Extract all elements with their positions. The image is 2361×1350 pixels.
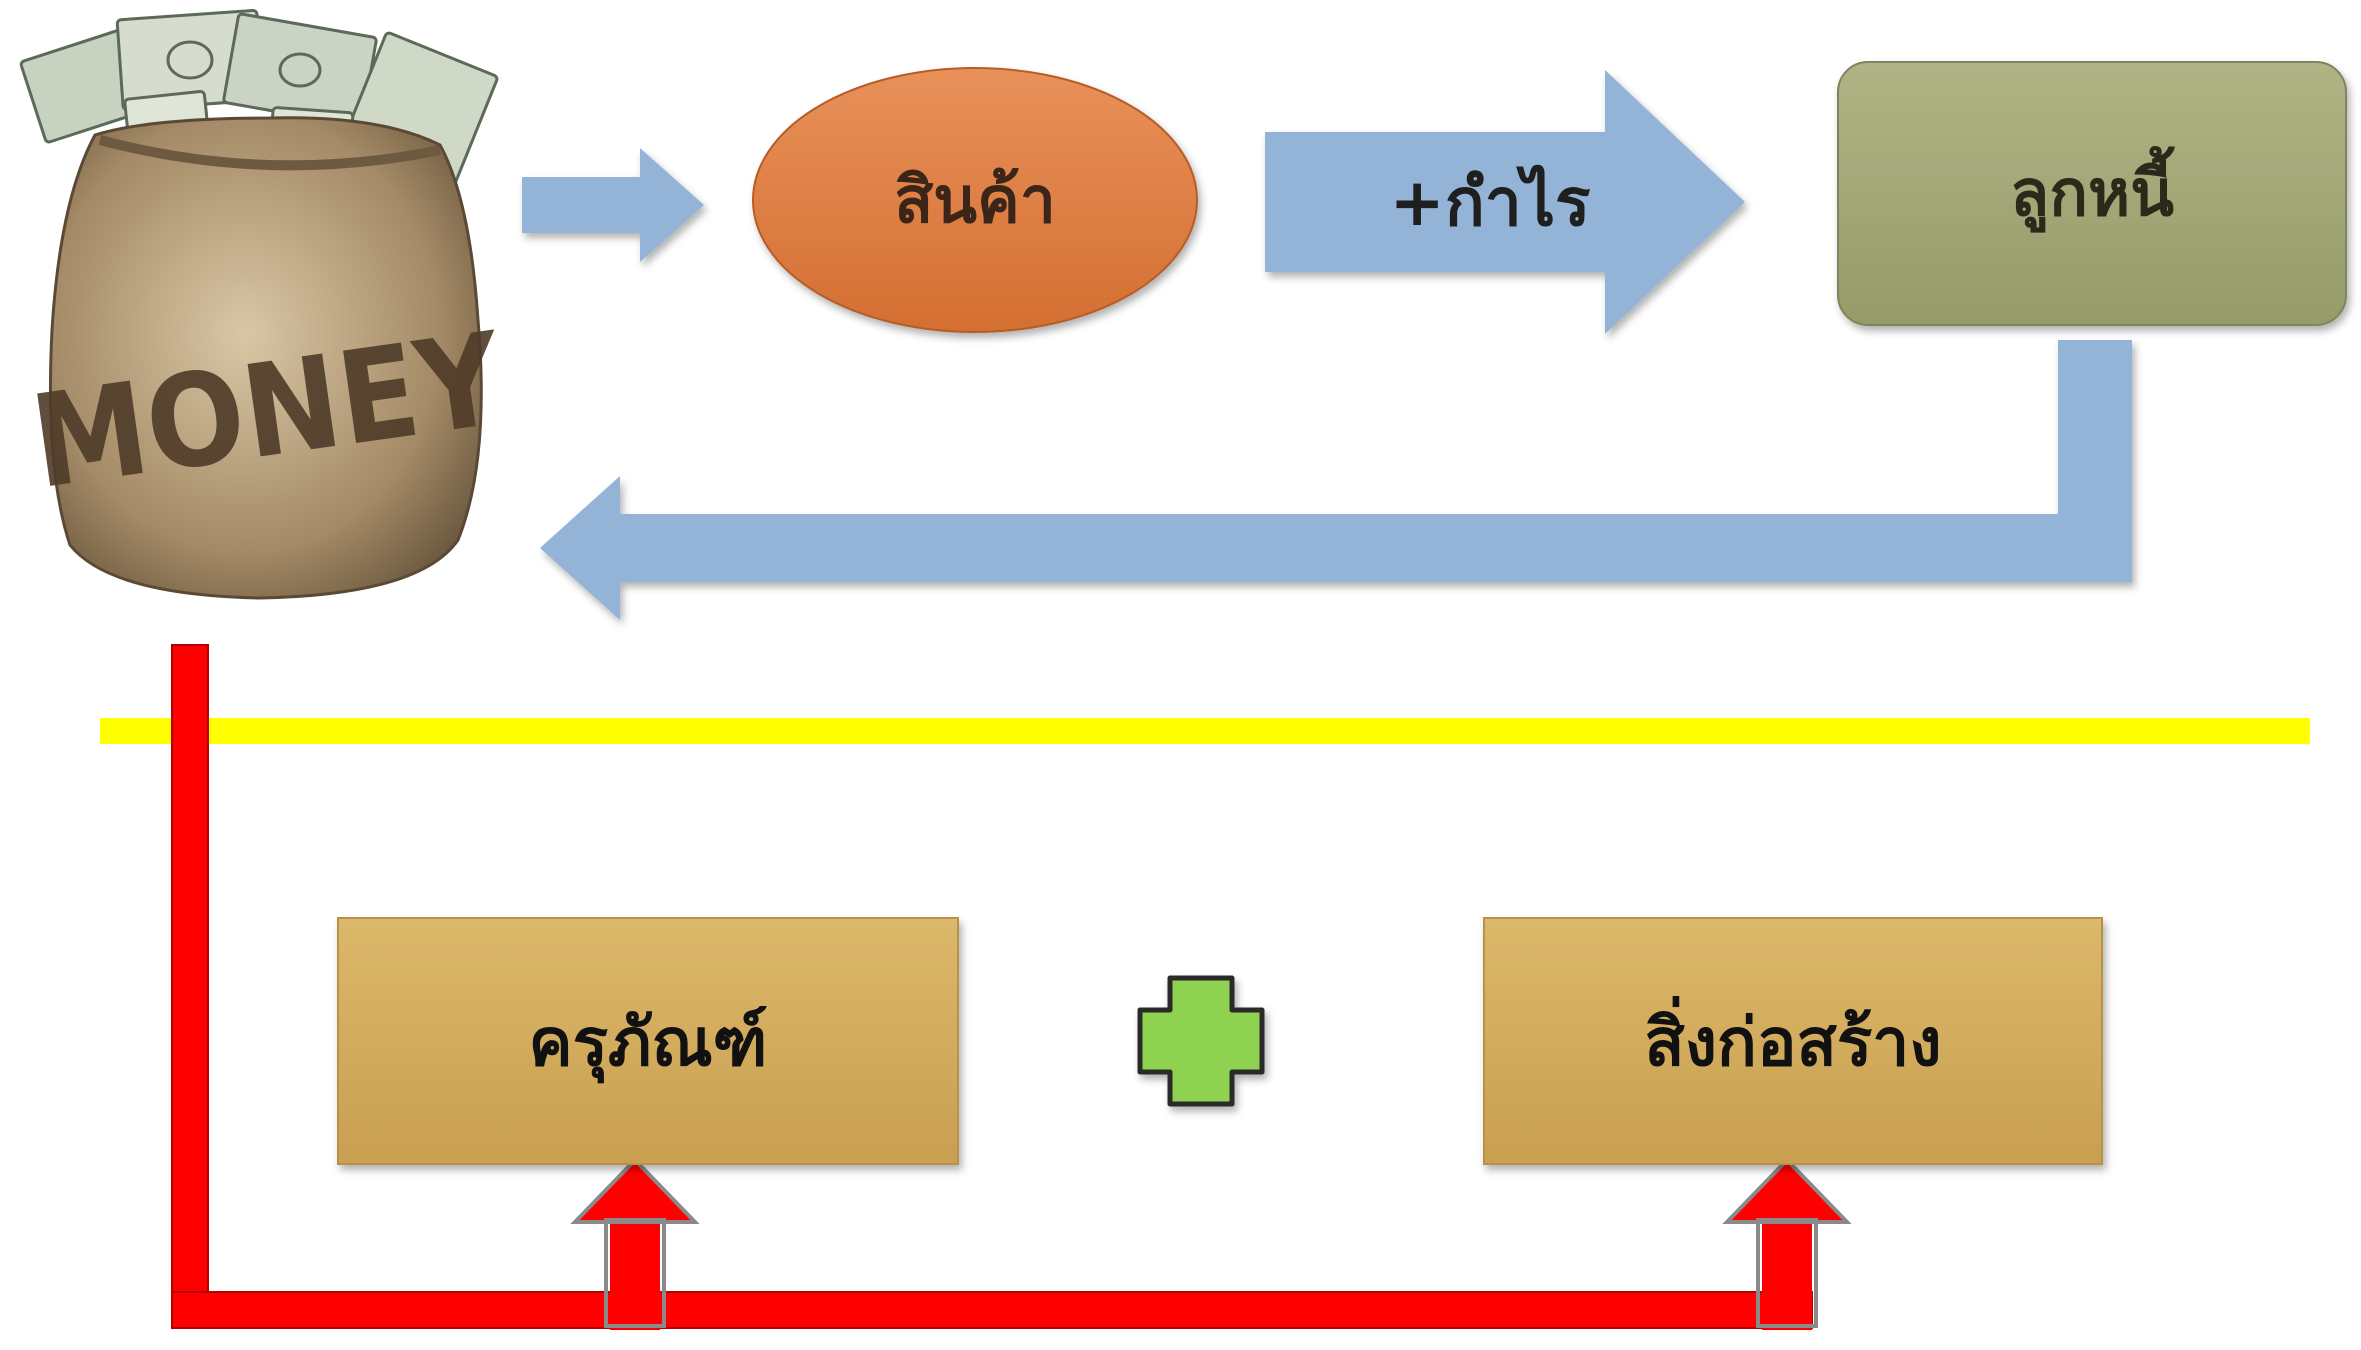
divider-line <box>100 718 2310 744</box>
arrow-money-to-goods <box>522 148 704 262</box>
investment-arrows <box>171 644 1852 1330</box>
equipment-node: ครุภัณฑ์ <box>337 917 959 1165</box>
plus-icon <box>1137 975 1265 1107</box>
debtor-node: ลูกหนี้ <box>1837 61 2347 326</box>
buildings-label: สิ่งก่อสร้าง <box>1644 995 1941 1081</box>
arrow-to-equipment <box>570 1157 700 1330</box>
arrow-to-buildings <box>1722 1157 1852 1330</box>
goods-label: สินค้า <box>894 164 1056 238</box>
equipment-label: ครุภัณฑ์ <box>528 1004 767 1084</box>
buildings-node: สิ่งก่อสร้าง <box>1483 917 2103 1165</box>
arrow-debtor-to-money <box>540 340 2132 620</box>
goods-node: สินค้า <box>752 67 1198 333</box>
debtor-label: ลูกหนี้ <box>2010 146 2176 233</box>
money-bag-icon: MONEY <box>19 8 512 600</box>
profit-arrow: +กำไร <box>1265 70 1745 334</box>
profit-label: +กำไร <box>1390 164 1591 241</box>
